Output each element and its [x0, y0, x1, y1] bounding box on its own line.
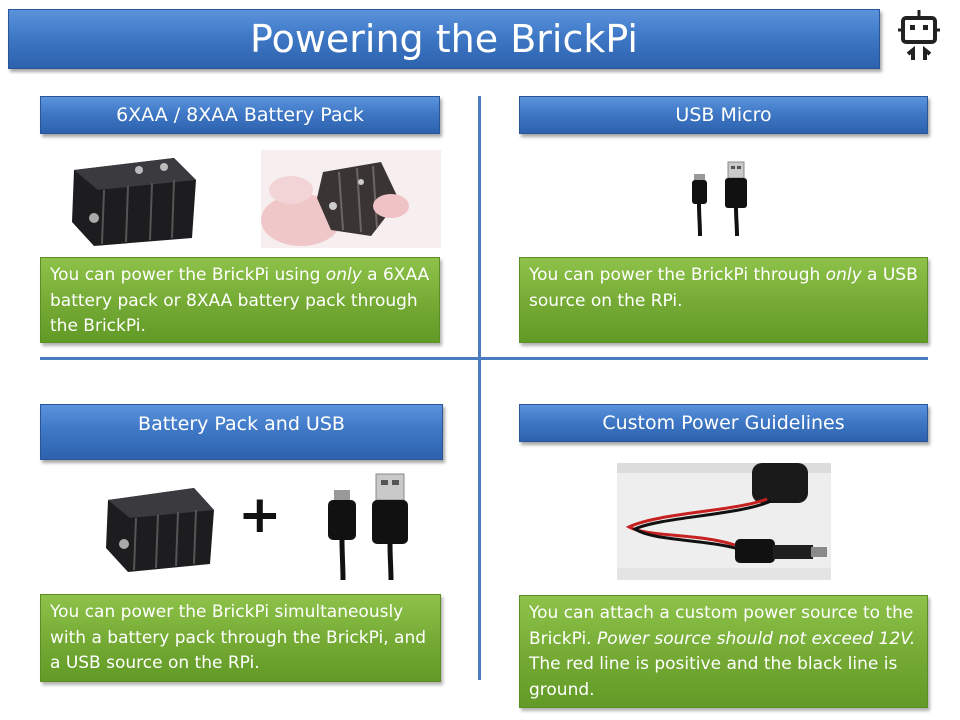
- plus-sign: +: [238, 485, 282, 545]
- battery-and-usb-header: Battery Pack and USB: [40, 404, 443, 460]
- usb-micro-header: USB Micro: [519, 96, 928, 134]
- battery-holder-image: [64, 150, 199, 248]
- page-title: Powering the BrickPi: [250, 17, 638, 61]
- battery-pack-header: 6XAA / 8XAA Battery Pack: [40, 96, 440, 134]
- horizontal-divider: [40, 357, 928, 360]
- custom-power-header: Custom Power Guidelines: [519, 404, 928, 442]
- usb-micro-cable-image: [328, 473, 408, 580]
- vertical-divider: [478, 96, 481, 680]
- custom-power-description: You can attach a custom power source to …: [519, 595, 928, 708]
- title-bar: Powering the BrickPi: [8, 9, 880, 69]
- robot-logo-icon: [898, 10, 940, 60]
- battery-holder-in-hand-image: [261, 150, 441, 248]
- dc-barrel-power-cable-image: [617, 463, 831, 580]
- battery-holder-image: [98, 478, 218, 576]
- usb-micro-description: You can power the BrickPi through only a…: [519, 257, 928, 343]
- usb-micro-cable-image: [692, 161, 747, 236]
- battery-pack-description: You can power the BrickPi using only a 6…: [40, 257, 440, 343]
- battery-and-usb-description: You can power the BrickPi simultaneously…: [40, 594, 441, 682]
